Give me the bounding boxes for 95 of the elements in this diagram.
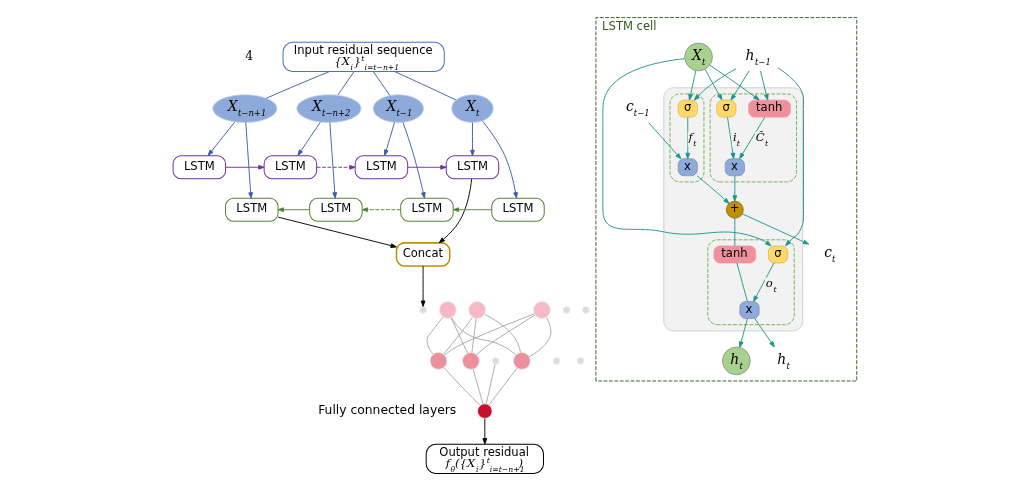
node-box: LSTM bbox=[490, 197, 545, 222]
connector bbox=[450, 317, 468, 354]
node-box: Concat bbox=[395, 242, 450, 267]
connector bbox=[265, 71, 330, 99]
node-circle bbox=[581, 306, 590, 314]
arrow bbox=[420, 265, 425, 307]
arrow bbox=[402, 122, 426, 199]
node-circle: + bbox=[725, 200, 744, 219]
arrow bbox=[684, 116, 690, 160]
connector bbox=[450, 317, 516, 356]
connector bbox=[443, 313, 535, 356]
connector bbox=[488, 367, 517, 406]
node-circle bbox=[532, 301, 551, 319]
arrow bbox=[361, 207, 401, 213]
arrow bbox=[277, 216, 397, 248]
arrow bbox=[481, 120, 518, 199]
arrow bbox=[753, 318, 775, 348]
node-circle bbox=[491, 357, 499, 365]
arrow bbox=[406, 164, 447, 170]
node-circle bbox=[562, 306, 570, 314]
arrow bbox=[277, 207, 310, 213]
node-box: LSTM bbox=[308, 197, 363, 222]
edge-label: f$_{t}$ bbox=[688, 130, 696, 148]
connector bbox=[336, 71, 354, 96]
node-box: tanh bbox=[747, 99, 791, 118]
node-text: c$_{t−1}$ bbox=[625, 98, 650, 119]
arrow bbox=[244, 122, 253, 199]
arrow bbox=[731, 175, 737, 202]
node-circle: h$_{t}$ bbox=[721, 346, 751, 376]
edge-label: i$_{t}$ bbox=[732, 130, 740, 148]
connector bbox=[442, 317, 473, 355]
arrow bbox=[315, 164, 356, 170]
arrow bbox=[708, 64, 760, 101]
arrow bbox=[759, 70, 769, 101]
arrow bbox=[647, 122, 681, 160]
node-box: LSTM bbox=[172, 155, 226, 180]
node-box: LSTM bbox=[399, 197, 454, 222]
connector bbox=[443, 367, 480, 406]
node-box: tanh bbox=[713, 245, 756, 264]
arrow bbox=[469, 122, 475, 157]
arrow bbox=[438, 178, 472, 244]
node-box: LSTM bbox=[224, 197, 279, 222]
node-box: LSTM bbox=[354, 155, 408, 180]
node-circle bbox=[576, 357, 584, 365]
arrow bbox=[224, 164, 265, 170]
node-ellipse: X$_{t}$ bbox=[450, 94, 494, 123]
arrow bbox=[704, 68, 722, 101]
arrow bbox=[738, 318, 748, 348]
arrow bbox=[738, 116, 765, 160]
arrow bbox=[777, 67, 804, 247]
connector bbox=[735, 262, 748, 302]
node-text: h$_{t−1}$ bbox=[745, 46, 771, 67]
arrow bbox=[687, 70, 696, 101]
arrow bbox=[726, 116, 735, 160]
label: Fully connected layers bbox=[317, 403, 456, 418]
arrow bbox=[328, 122, 337, 199]
arrow bbox=[752, 262, 774, 302]
connector bbox=[485, 364, 495, 405]
edge-label: C̃$_{t}$ bbox=[755, 130, 768, 148]
node-circle bbox=[476, 403, 493, 419]
connector bbox=[483, 313, 521, 353]
node-circle bbox=[438, 301, 457, 319]
arrow bbox=[383, 121, 395, 156]
node-circle bbox=[552, 357, 560, 365]
connector bbox=[475, 314, 535, 356]
arrow bbox=[741, 213, 809, 245]
arrow bbox=[696, 175, 729, 204]
node-circle bbox=[418, 306, 427, 314]
connector bbox=[733, 217, 735, 247]
connector bbox=[372, 71, 390, 96]
node-text: c$_{t}$ bbox=[823, 244, 835, 265]
node-ellipse: X$_{t−n+2}$ bbox=[295, 94, 361, 123]
node-ellipse: X$_{t−1}$ bbox=[372, 94, 424, 123]
node-ellipse: X$_{t−n+1}$ bbox=[211, 94, 277, 123]
edge-label: o$_{t}$ bbox=[765, 276, 777, 294]
node-circle bbox=[512, 352, 531, 370]
node-circle bbox=[461, 352, 480, 370]
label: 4 bbox=[244, 48, 253, 63]
arrow bbox=[452, 207, 492, 213]
node-circle: X$_{t}$ bbox=[683, 42, 713, 72]
node-circle bbox=[467, 301, 486, 319]
connector bbox=[393, 71, 456, 101]
connector bbox=[426, 316, 443, 355]
node-circle bbox=[429, 352, 447, 370]
arrow bbox=[730, 70, 750, 101]
arrow bbox=[693, 68, 737, 101]
node-text: h$_{t}$ bbox=[776, 350, 790, 371]
node-box: LSTM bbox=[263, 155, 317, 180]
connector bbox=[472, 368, 483, 405]
node-box: LSTM bbox=[445, 155, 499, 180]
arrow bbox=[296, 121, 321, 156]
connector bbox=[528, 317, 551, 358]
arrow bbox=[207, 121, 235, 156]
arrow bbox=[481, 418, 487, 445]
connector bbox=[470, 318, 477, 353]
